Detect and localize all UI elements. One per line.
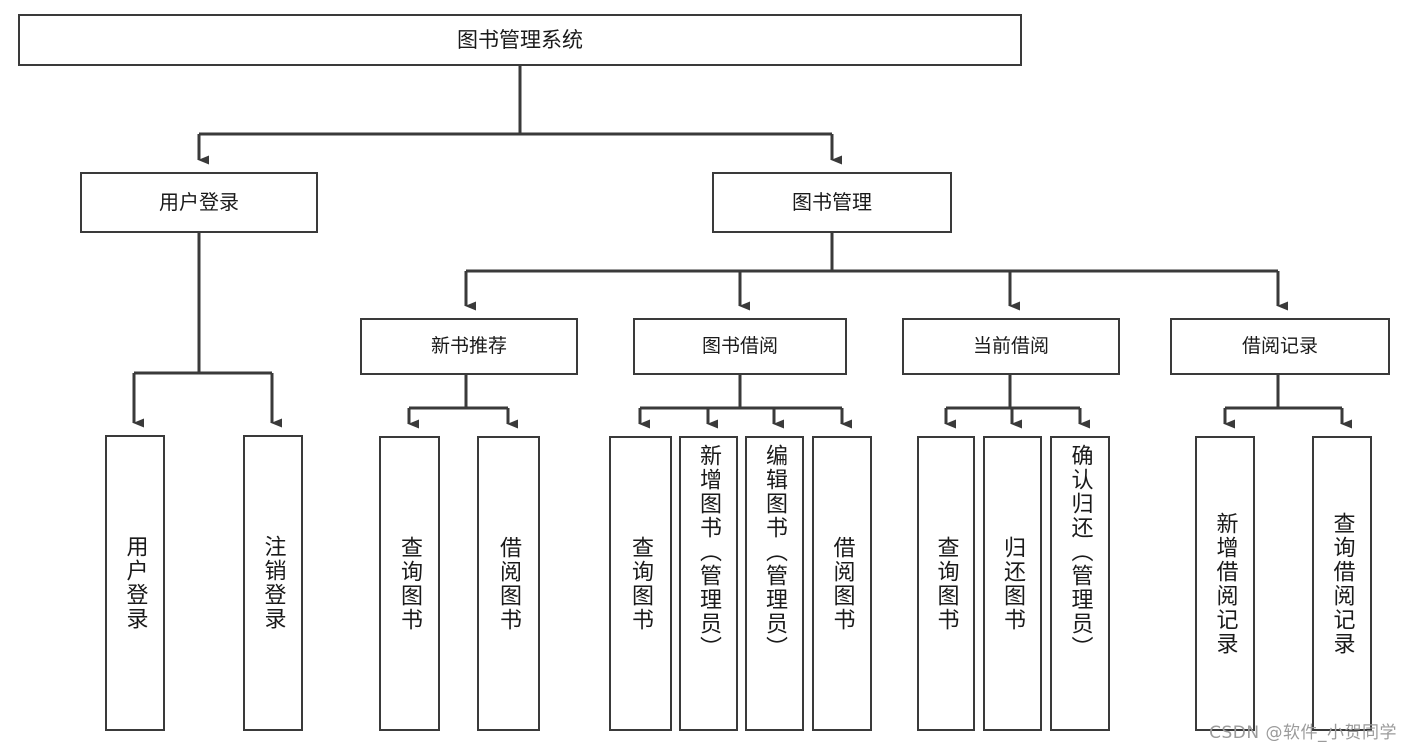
node-label: 确认归还（管理员） <box>1067 444 1093 660</box>
node-book-management[interactable]: 图书管理 <box>712 172 952 233</box>
node-label: 编辑图书（管理员） <box>762 444 788 660</box>
node-leaf-query-borrow-record[interactable]: 查询借阅记录 <box>1312 436 1372 731</box>
node-label: 新书推荐 <box>430 335 507 358</box>
node-leaf-add-borrow-record[interactable]: 新增借阅记录 <box>1195 436 1255 731</box>
node-leaf-edit-book[interactable]: 编辑图书（管理员） <box>745 436 804 731</box>
node-label: 查询图书 <box>397 535 423 632</box>
node-current-borrow[interactable]: 当前借阅 <box>902 318 1120 375</box>
node-leaf-borrow-book-recommend[interactable]: 借阅图书 <box>477 436 540 731</box>
node-label: 注销登录 <box>260 535 286 631</box>
node-label: 图书借阅 <box>701 335 778 358</box>
node-label: 查询图书 <box>933 535 959 632</box>
node-leaf-query-book-recommend[interactable]: 查询图书 <box>379 436 440 731</box>
node-label: 图书管理 <box>792 189 872 214</box>
node-label: 用户登录 <box>122 535 148 631</box>
node-label: 查询图书 <box>628 535 654 632</box>
node-leaf-confirm-return[interactable]: 确认归还（管理员） <box>1050 436 1110 731</box>
node-book-management-system[interactable]: 图书管理系统 <box>18 14 1022 66</box>
node-leaf-user-login[interactable]: 用户登录 <box>105 435 165 731</box>
node-leaf-add-book[interactable]: 新增图书（管理员） <box>679 436 738 731</box>
node-book-borrow[interactable]: 图书借阅 <box>633 318 847 375</box>
node-label: 新增图书（管理员） <box>696 444 722 660</box>
node-label: 用户登录 <box>159 189 239 214</box>
node-borrow-record[interactable]: 借阅记录 <box>1170 318 1390 375</box>
node-leaf-logout-login[interactable]: 注销登录 <box>243 435 303 731</box>
node-user-login[interactable]: 用户登录 <box>80 172 318 233</box>
node-label: 图书管理系统 <box>457 27 583 52</box>
node-label: 当前借阅 <box>972 335 1049 358</box>
node-label: 借阅图书 <box>829 535 855 632</box>
node-label: 查询借阅记录 <box>1329 511 1355 656</box>
node-label: 新增借阅记录 <box>1212 511 1238 656</box>
node-leaf-borrow-book-borrow[interactable]: 借阅图书 <box>812 436 872 731</box>
node-leaf-query-book-current[interactable]: 查询图书 <box>917 436 975 731</box>
node-new-book-recommend[interactable]: 新书推荐 <box>360 318 578 375</box>
node-leaf-return-book[interactable]: 归还图书 <box>983 436 1042 731</box>
node-leaf-query-book-borrow[interactable]: 查询图书 <box>609 436 672 731</box>
node-label: 借阅图书 <box>496 535 522 632</box>
node-label: 借阅记录 <box>1241 335 1318 358</box>
node-label: 归还图书 <box>1000 535 1026 632</box>
